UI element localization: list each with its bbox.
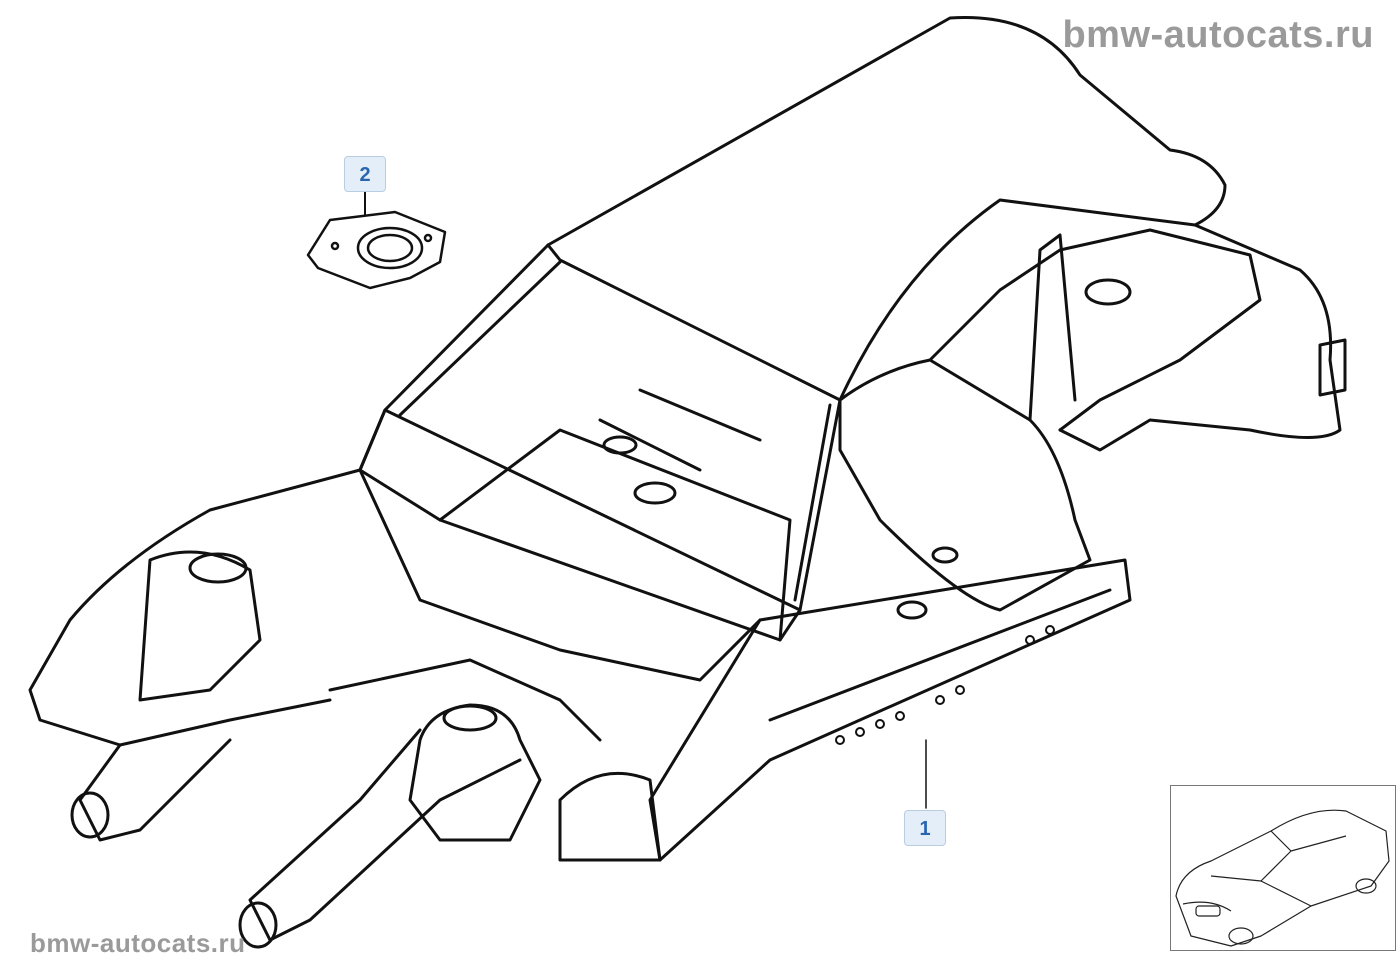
rocker-panel (648, 558, 1132, 862)
front-right-wheel-arch (558, 771, 662, 862)
callout-part-2[interactable]: 2 (344, 156, 386, 192)
vehicle-overview-thumbnail (1170, 785, 1396, 951)
door-opening (838, 358, 1092, 612)
rear-floor (928, 228, 1262, 432)
vehicle-overview-drawing (1175, 809, 1390, 947)
windshield-frame (383, 243, 842, 612)
roof-panel (546, 15, 1227, 402)
watermark-bottom: bmw-autocats.ru (30, 928, 246, 958)
rear-quarter (1058, 223, 1342, 452)
front-frame-rail-left (78, 738, 232, 842)
firewall (358, 468, 762, 682)
callout-part-1[interactable]: 1 (904, 810, 946, 846)
watermark-top: bmw-autocats.ru (1062, 14, 1374, 56)
floor-pan (438, 388, 792, 642)
